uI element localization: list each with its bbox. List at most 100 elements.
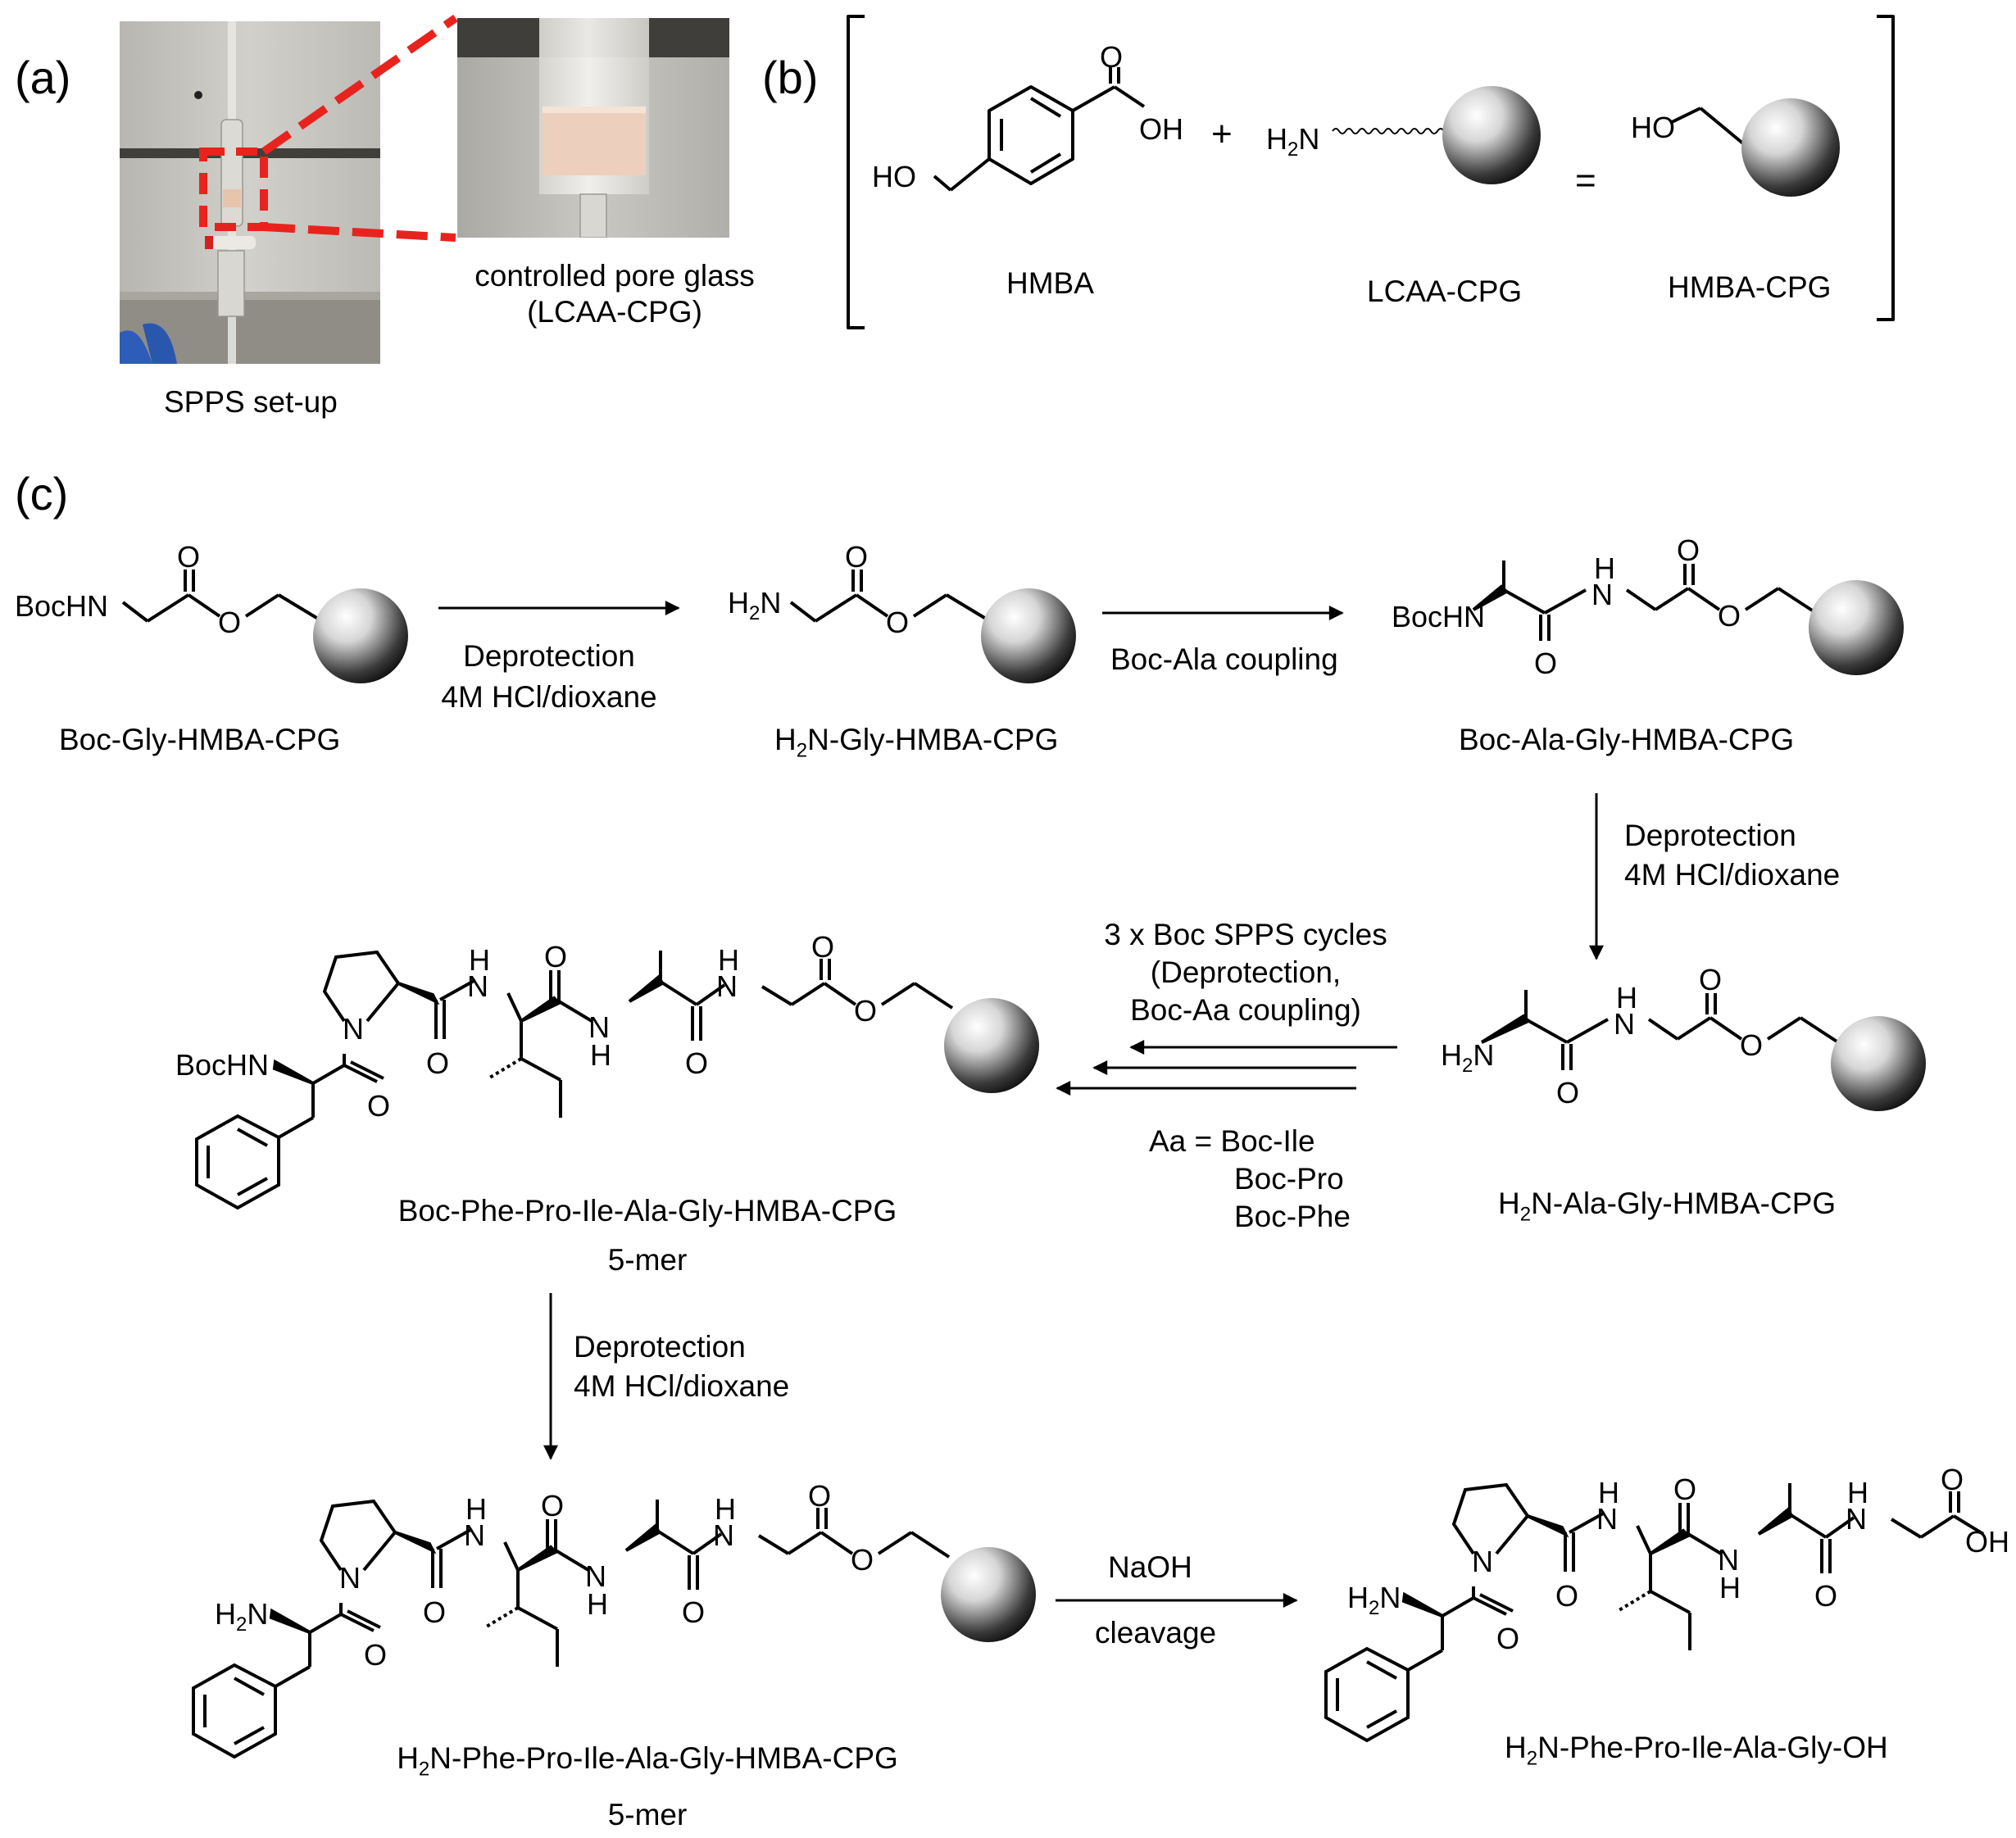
bead-h2n-5mer	[941, 1547, 1036, 1642]
final-n-ala: N	[1718, 1543, 1739, 1577]
boc-ala-gly-n: N	[1591, 578, 1613, 611]
boc-5mer-o-ala: O	[685, 1046, 708, 1080]
zoom-caption: controlled pore glass (LCAA-CPG)	[443, 258, 787, 330]
boc-5mer-o-pro: O	[426, 1046, 449, 1080]
h2n-5mer-h-gly: H	[715, 1492, 736, 1526]
h2n-gly-h2n: H2N	[728, 586, 781, 624]
h2n-gly-structure	[789, 570, 988, 623]
step-deprotection-1-line1: Deprotection	[463, 639, 635, 673]
label-h2n-ala-gly-rest: N-Ala-Gly-HMBA-CPG	[1531, 1187, 1837, 1220]
boc-ala-gly-h: H	[1594, 551, 1615, 585]
aa-definition-line2: Boc-Pro	[1234, 1162, 1344, 1196]
aa-definition-line3: Boc-Phe	[1234, 1200, 1351, 1233]
h2n-5mer-n-ala: N	[585, 1559, 606, 1593]
step-deprotection-3: Deprotection 4M HCl/dioxane	[574, 1327, 789, 1406]
equals-sign: =	[1575, 161, 1596, 201]
h2n-5mer-n-pro: N	[339, 1561, 361, 1595]
panel-label-c: (c)	[15, 468, 69, 520]
h2n-5mer-o-pro: O	[423, 1595, 446, 1629]
boc-ala-gly-structure	[1472, 560, 1818, 641]
label-h2n-5mer-subscript: 2	[418, 1758, 430, 1781]
final-o-phe: O	[1496, 1622, 1519, 1655]
boc-gly-bochn: BocHN	[15, 589, 108, 623]
label-final-peptide: H2N-Phe-Pro-Ile-Ala-Gly-OH	[1505, 1731, 1888, 1770]
step-naoh: NaOH	[1108, 1550, 1192, 1584]
hmba-label: HMBA	[1006, 266, 1094, 300]
panel-label-a: (a)	[15, 52, 71, 103]
lcaa-cpg-label: LCAA-CPG	[1367, 275, 1523, 308]
panel-label-b: (b)	[762, 52, 819, 103]
label-h2n-ala-gly-h: H	[1498, 1187, 1520, 1220]
label-boc-5mer: Boc-Phe-Pro-Ile-Ala-Gly-HMBA-CPG 5-mer	[311, 1187, 983, 1285]
step-deprotection-1-line2: 4M HCl/dioxane	[441, 680, 657, 714]
final-o-gly: O	[1941, 1463, 1964, 1496]
step-spps-cycles-line3: Boc-Aa coupling)	[1130, 993, 1361, 1027]
bead-h2n-gly	[981, 588, 1076, 683]
boc-gly-structure	[121, 570, 320, 623]
label-boc-gly: Boc-Gly-HMBA-CPG	[59, 723, 341, 756]
label-boc-5mer-name: Boc-Phe-Pro-Ile-Ala-Gly-HMBA-CPG	[397, 1194, 897, 1228]
label-h2n-gly-h: H	[774, 723, 797, 756]
boc-5mer-o-gly1: O	[811, 930, 834, 964]
h2n-ala-gly-h: H	[1616, 981, 1637, 1014]
boc-gly-o2: O	[218, 606, 241, 639]
final-n-ile: N	[1596, 1502, 1618, 1536]
hmba-cpg-bead	[1741, 98, 1840, 197]
boc-5mer-h-gly: H	[718, 943, 739, 977]
lcaa-h2n-sub: 2	[1287, 138, 1298, 161]
step-deprotection-2-line1: Deprotection	[1624, 819, 1796, 852]
boc-ala-gly-o1: O	[1534, 647, 1557, 680]
label-final-subscript: 2	[1526, 1747, 1538, 1770]
h2n-ala-gly-o3: O	[1740, 1028, 1763, 1062]
step-deprotection-3-line1: Deprotection	[574, 1330, 746, 1364]
final-h2n: H2N	[1347, 1581, 1401, 1619]
h2n-5mer-o-gly2: O	[851, 1543, 874, 1577]
label-h2n-5mer-sub: 5-mer	[607, 1798, 688, 1832]
zoom-caption-line1: controlled pore glass	[474, 259, 755, 293]
h2n-5mer-n-ile: N	[464, 1518, 485, 1552]
label-final-h: H	[1505, 1731, 1527, 1764]
h2n-ala-gly-structure	[1480, 990, 1840, 1070]
h2n-5mer-h2n-h: H	[215, 1597, 236, 1631]
h2n-5mer-structure	[192, 1499, 951, 1759]
label-h2n-ala-gly-sub: 2	[1519, 1203, 1532, 1226]
lcaa-cpg-zoom-photo	[457, 18, 729, 238]
h2n-5mer-h-ile: H	[465, 1492, 487, 1526]
final-o-ala: O	[1814, 1579, 1837, 1613]
step-boc-ala-coupling: Boc-Ala coupling	[1110, 642, 1338, 676]
boc-5mer-o-gly2: O	[854, 994, 877, 1028]
final-h2n-n: N	[1379, 1581, 1401, 1614]
boc-ala-gly-o2: O	[1677, 533, 1700, 567]
boc-ala-gly-bochn: BocHN	[1392, 600, 1485, 633]
boc-5mer-n-ile: N	[467, 969, 488, 1003]
lcaa-h2n-n: N	[1298, 122, 1319, 156]
label-h2n-5mer-h: H	[397, 1741, 419, 1775]
lcaa-cpg-bead	[1442, 86, 1541, 184]
final-h-ile: H	[1598, 1476, 1619, 1509]
h2n-5mer-o-ile: O	[541, 1489, 564, 1523]
spps-setup-caption: SPPS set-up	[164, 385, 338, 419]
final-o-ile: O	[1673, 1473, 1696, 1506]
label-final-rest: N-Phe-Pro-Ile-Ala-Gly-OH	[1537, 1731, 1888, 1764]
h2n-ala-gly-h2n: H2N	[1441, 1038, 1494, 1077]
h2n-ala-gly-n: N	[1614, 1007, 1635, 1041]
h2n-gly-h2n-h: H	[728, 586, 749, 619]
step-deprotection-3-line2: 4M HCl/dioxane	[574, 1369, 790, 1403]
spps-setup-photo	[120, 21, 380, 364]
bead-boc-5mer	[944, 998, 1039, 1093]
h2n-5mer-h-ala: H	[587, 1587, 608, 1621]
step-deprotection-2: Deprotection 4M HCl/dioxane	[1624, 816, 1840, 895]
h2n-gly-h2n-n: N	[760, 586, 781, 619]
h2n-5mer-o-ala: O	[682, 1595, 705, 1629]
final-h-ala: H	[1719, 1571, 1741, 1604]
boc-5mer-o-ile: O	[544, 940, 567, 973]
boc-ala-gly-o3: O	[1718, 599, 1741, 633]
step-deprotection-1: Deprotection 4M HCl/dioxane	[410, 636, 688, 718]
h2n-ala-gly-o2: O	[1699, 963, 1722, 996]
h2n-5mer-h2n-n: N	[247, 1597, 268, 1631]
boc-5mer-n-ala: N	[588, 1010, 610, 1044]
bead-boc-ala-gly	[1809, 580, 1904, 675]
